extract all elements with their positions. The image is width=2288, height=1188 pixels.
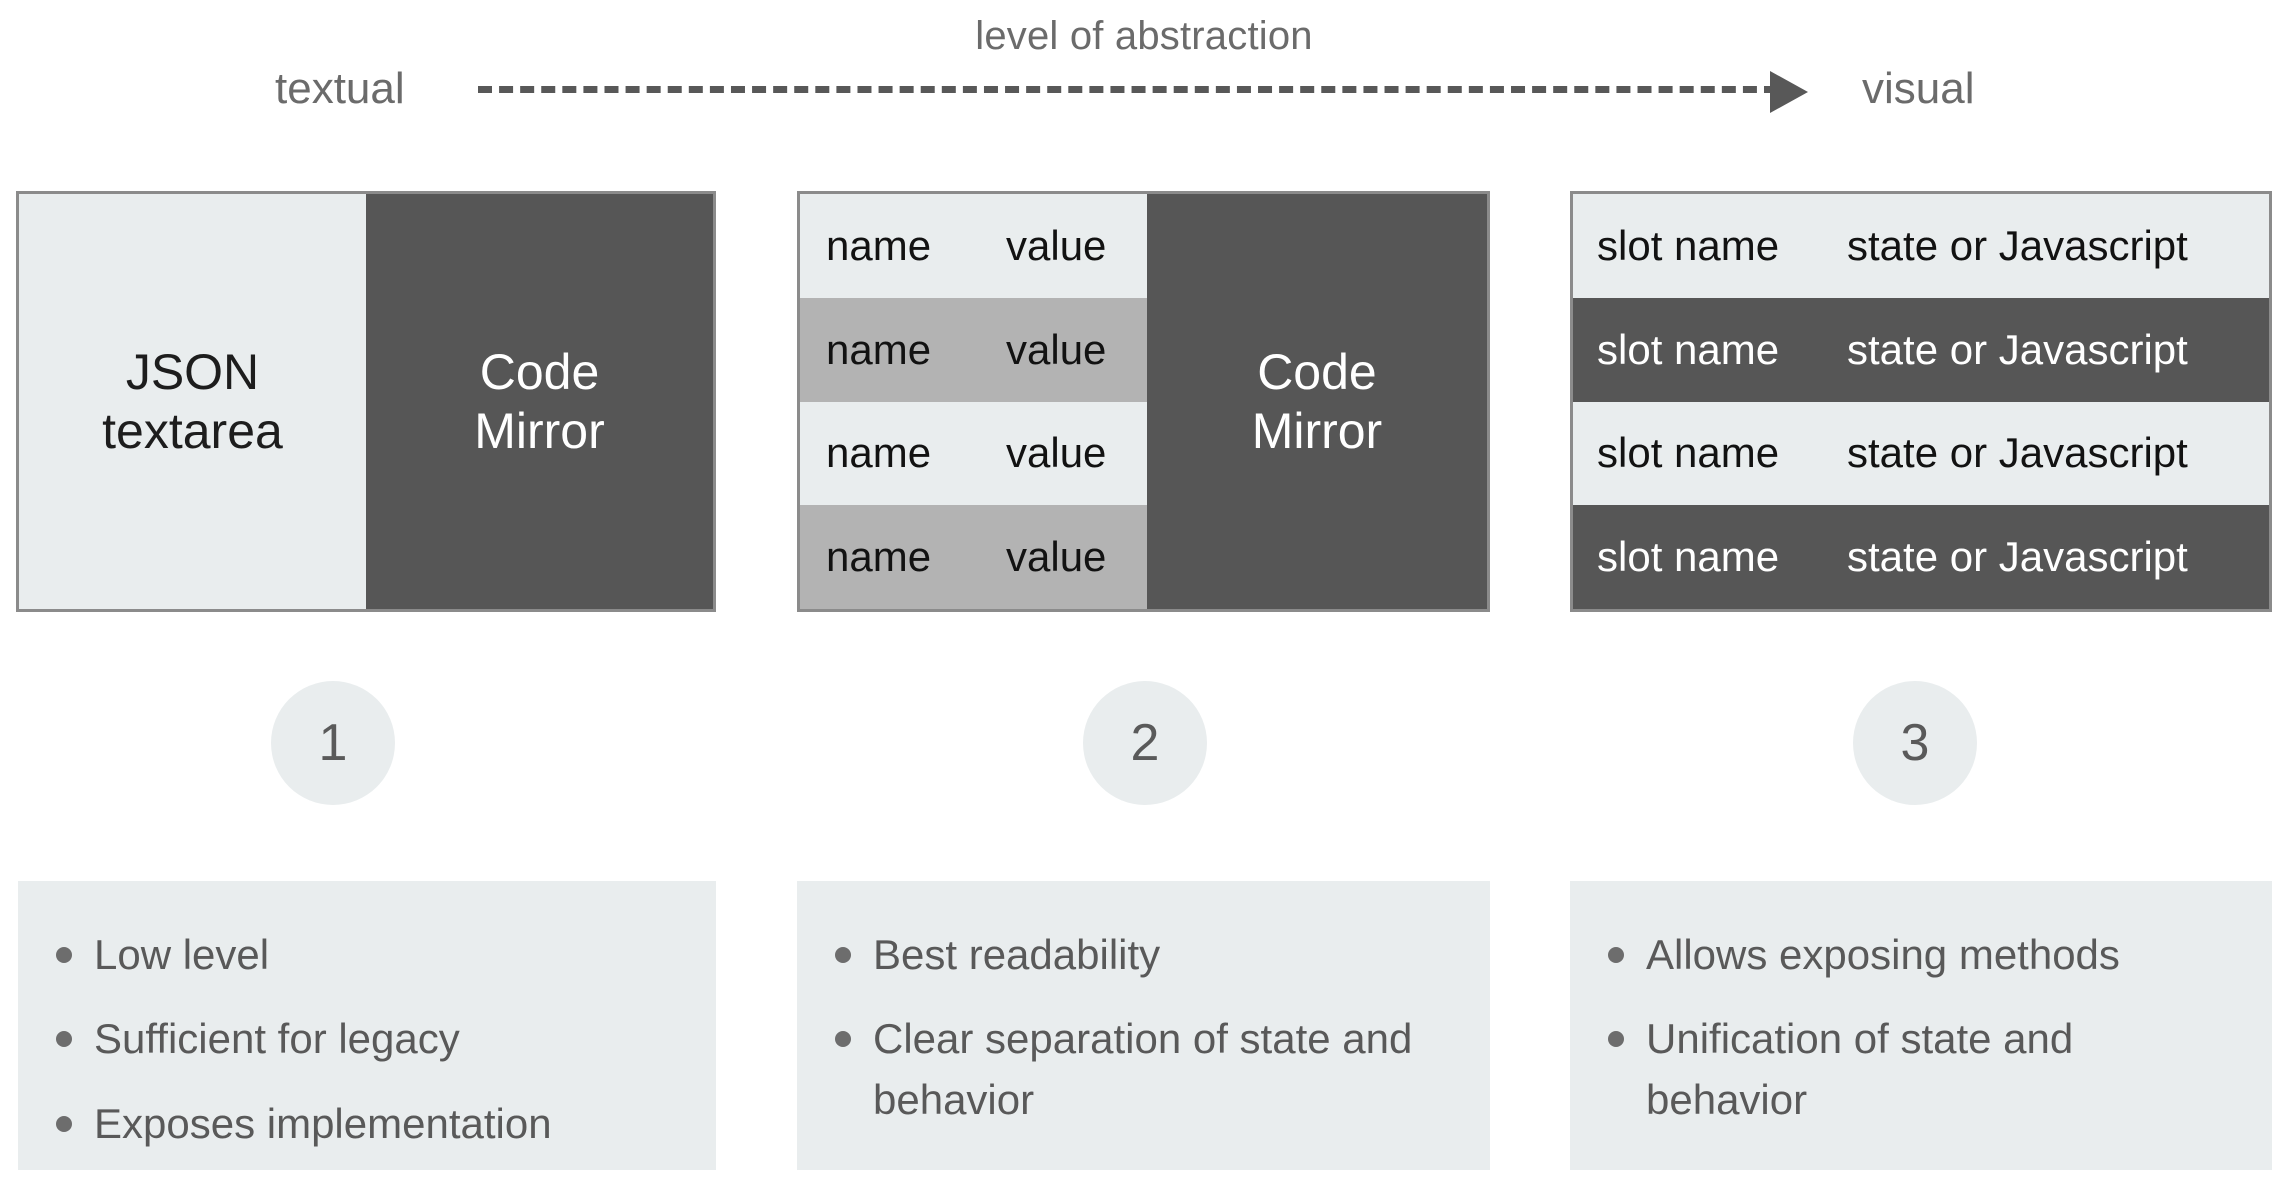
row-slot-value: state or Javascript <box>1847 429 2188 477</box>
bullet-dot-icon <box>1608 1031 1624 1048</box>
row-value: value <box>1006 533 1107 581</box>
list-item: Allows exposing methods <box>1604 925 2238 985</box>
list-item-label: Low level <box>94 931 270 978</box>
list-item-label: Allows exposing methods <box>1646 931 2120 978</box>
row-value: value <box>1006 221 1107 269</box>
step-badge-2: 2 <box>1083 681 1207 805</box>
row-slot-name: slot name <box>1597 429 1780 477</box>
table-row: slot name state or Javascript <box>1573 297 2269 402</box>
pane-code-mirror: Code Mirror <box>1146 194 1487 609</box>
list-item-label: Unification of state and behavior <box>1646 1015 2074 1123</box>
arrow-right-icon <box>1770 71 1808 113</box>
axis-label-visual: visual <box>1862 64 1975 113</box>
row-slot-value: state or Javascript <box>1847 325 2188 373</box>
abstraction-axis: textual visual <box>0 60 2288 120</box>
pane-label-code-mirror: Code Mirror <box>1251 343 1383 459</box>
list-item: Unification of state and behavior <box>1604 1009 2238 1130</box>
row-slot-name: slot name <box>1597 221 1780 269</box>
pane-label-json-textarea: JSON textarea <box>102 343 283 459</box>
panel-name-value-table: name value name value name value name va… <box>797 191 1490 612</box>
row-name: name <box>826 325 932 373</box>
list-item: Low level <box>52 925 682 985</box>
bullet-dot-icon <box>56 1115 72 1132</box>
axis-caption: level of abstraction <box>975 14 1313 58</box>
pane-label-code-mirror: Code Mirror <box>474 343 605 459</box>
table-row: name value <box>800 401 1147 506</box>
row-slot-name: slot name <box>1597 533 1780 581</box>
bullet-dot-icon <box>835 947 851 963</box>
list-item: Exposes implementation <box>52 1094 682 1154</box>
table-row: slot name state or Javascript <box>1573 505 2269 609</box>
pane-json-textarea: JSON textarea <box>19 194 366 609</box>
bullet-dot-icon <box>56 947 72 963</box>
row-value: value <box>1006 325 1107 373</box>
row-slot-name: slot name <box>1597 325 1780 373</box>
list-item-label: Sufficient for legacy <box>94 1015 460 1063</box>
row-slot-value: state or Javascript <box>1847 533 2188 581</box>
bullet-dot-icon <box>835 1031 851 1048</box>
table-row: slot name state or Javascript <box>1573 401 2269 506</box>
table-row: slot name state or Javascript <box>1573 194 2269 298</box>
list-item: Clear separation of state and behavior <box>831 1009 1456 1130</box>
list-item: Sufficient for legacy <box>52 1009 682 1069</box>
benefits-box-3: Allows exposing methods Unification of s… <box>1570 881 2272 1170</box>
name-value-rows: name value name value name value name va… <box>800 194 1147 609</box>
list-item: Best readability <box>831 925 1456 985</box>
pane-code-mirror: Code Mirror <box>366 194 713 609</box>
panel-json-textarea: JSON textarea Code Mirror <box>16 191 716 612</box>
bullet-dot-icon <box>1608 947 1624 963</box>
benefits-box-1: Low level Sufficient for legacy Exposes … <box>18 881 716 1170</box>
list-item-label: Best readability <box>873 931 1161 978</box>
table-row: name value <box>800 297 1147 402</box>
row-name: name <box>826 533 932 581</box>
benefits-box-2: Best readability Clear separation of sta… <box>797 881 1490 1170</box>
step-badge-1: 1 <box>271 681 395 805</box>
list-item-label: Clear separation of state and behavior <box>873 1015 1413 1123</box>
bullet-dot-icon <box>56 1031 72 1048</box>
table-row: name value <box>800 505 1147 609</box>
panel-slot-table: slot name state or Javascript slot name … <box>1570 191 2272 612</box>
step-badge-3: 3 <box>1853 681 1977 805</box>
row-slot-value: state or Javascript <box>1847 221 2188 269</box>
table-row: name value <box>800 194 1147 298</box>
row-value: value <box>1006 429 1107 477</box>
axis-label-textual: textual <box>275 64 405 113</box>
list-item-label: Exposes implementation <box>94 1099 552 1147</box>
row-name: name <box>826 429 932 477</box>
row-name: name <box>826 221 932 269</box>
slot-rows: slot name state or Javascript slot name … <box>1573 194 2269 609</box>
axis-dashed-line <box>478 86 1778 93</box>
